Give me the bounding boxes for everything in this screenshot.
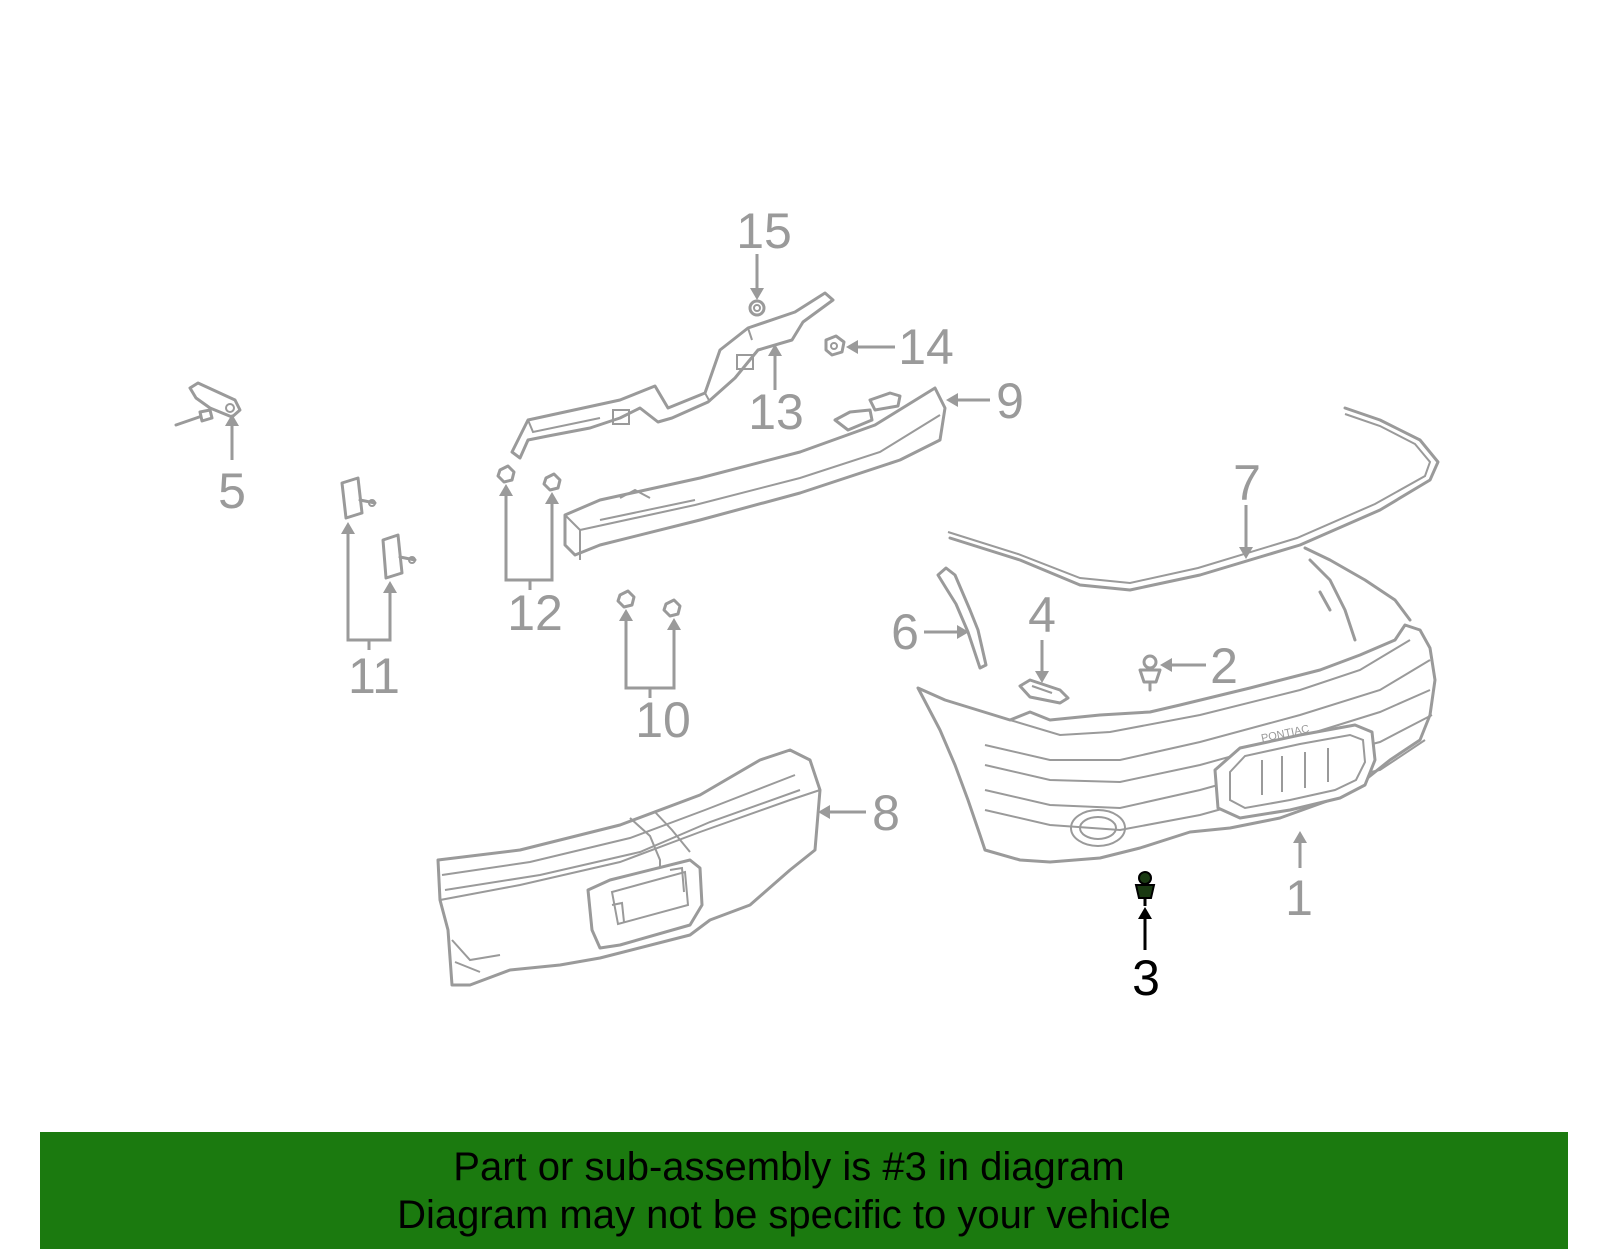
callout-labels: 1 2 3 4 5 6 7 8 9 10 11 12 13 14 15 — [218, 203, 1313, 1006]
part-4-retainer — [1018, 678, 1070, 705]
banner-line-part: Part or sub-assembly is #3 in diagram — [453, 1144, 1125, 1189]
callout-15: 15 — [736, 203, 792, 259]
callout-6: 6 — [891, 604, 919, 660]
callout-5: 5 — [218, 463, 246, 519]
callout-8: 8 — [872, 785, 900, 841]
part-2-push-pin — [1138, 654, 1162, 692]
leader-lines — [225, 254, 1307, 950]
callout-12: 12 — [507, 585, 563, 641]
part-13-bracket — [510, 291, 835, 460]
part-11-bracket-upper — [340, 476, 377, 520]
part-8-absorber — [436, 748, 822, 987]
callout-7: 7 — [1233, 455, 1261, 511]
part-3-push-pin — [1134, 871, 1156, 906]
callout-9: 9 — [996, 373, 1024, 429]
callout-2: 2 — [1210, 638, 1238, 694]
part-14-nut — [824, 334, 846, 357]
callout-10: 10 — [635, 692, 691, 748]
callout-11: 11 — [348, 648, 400, 704]
callout-4: 4 — [1028, 587, 1056, 643]
callout-13: 13 — [748, 384, 804, 440]
part-9-impact-bar — [563, 386, 947, 560]
part-5-bracket — [174, 381, 242, 427]
part-1-bumper-fascia: PONTIAC — [916, 546, 1437, 864]
info-banner: Part or sub-assembly is #3 in diagram Di… — [40, 1132, 1568, 1249]
part-10-nuts — [616, 589, 682, 618]
part-11-bracket-lower — [381, 533, 417, 580]
part-12-nuts — [496, 464, 562, 492]
part-15-nut — [748, 299, 766, 317]
callout-3: 3 — [1132, 950, 1160, 1006]
callout-14: 14 — [898, 319, 954, 375]
part-7-weatherstrip — [947, 406, 1440, 592]
callout-1: 1 — [1285, 870, 1313, 926]
part-6-bracket — [936, 566, 988, 670]
banner-line-disclaimer: Diagram may not be specific to your vehi… — [397, 1192, 1171, 1237]
